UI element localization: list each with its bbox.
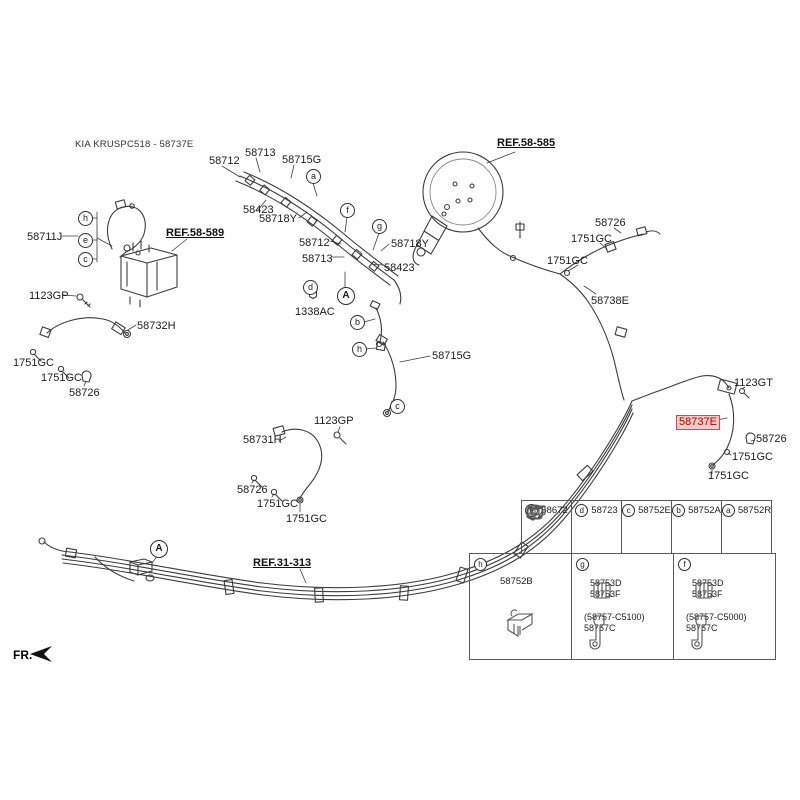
callout-d: d (303, 280, 318, 295)
legend-letter-d: d (575, 504, 589, 517)
diagram-title: KIA KRUSPC518 - 58737E (75, 139, 194, 150)
mid-vertical-tube-drawing (559, 273, 628, 401)
legend-part: 58672 (541, 505, 568, 516)
callout-h: h (78, 211, 93, 226)
part-label: 58731H (243, 434, 282, 446)
callout-g: g (372, 219, 387, 234)
bolt-1123gp-left-drawing (62, 293, 91, 308)
ref-label-31-313: REF.31-313 (253, 557, 312, 569)
hose-58738e-drawing (559, 226, 661, 295)
part-label: 58738E (591, 295, 629, 307)
part-label: 58423 (384, 262, 415, 274)
part-label: 58732H (137, 320, 176, 332)
part-label: 58711J (27, 231, 63, 243)
hose-bracket-icon (589, 615, 605, 650)
part-label: 1751GC (286, 513, 327, 525)
part-label: 58718Y (259, 213, 297, 225)
highlighted-part-label: 58737E (676, 415, 720, 430)
part-label: 58715G (432, 350, 472, 362)
callout-h2: h (352, 342, 367, 357)
legend-letter-h: h (474, 558, 487, 571)
part-label: 58718Y (391, 238, 429, 250)
part-label: 1751GC (41, 372, 82, 384)
part-label: 58726 (595, 217, 626, 229)
part-label: 58726 (237, 484, 268, 496)
legend-letter-b: b (672, 504, 686, 517)
callout-f: f (340, 203, 355, 218)
underbody-tube-bundle-drawing (61, 400, 634, 603)
bundle-clip-icon (506, 609, 534, 637)
hose-58732h-drawing (39, 317, 137, 339)
hose-58711j-drawing (107, 199, 146, 258)
fr-label: FR. (13, 648, 33, 662)
legend-part: 58752B (500, 576, 533, 587)
callout-b: b (350, 315, 365, 330)
legend-part-code: (58757-C5000) (686, 612, 747, 622)
fr-direction-arrow (30, 646, 52, 662)
legend-letter-g: g (576, 558, 589, 571)
part-label: 58423 (243, 204, 274, 216)
callout-c: c (78, 252, 93, 267)
hose-b-drawing (363, 300, 383, 348)
part-label: 1123GP (314, 415, 354, 427)
callout-A-2: A (150, 540, 168, 558)
part-label: 58715G (282, 154, 322, 166)
part-label: 58713 (302, 253, 333, 265)
brake-booster-drawing (412, 151, 525, 266)
legend-letter-f: f (678, 558, 691, 571)
part-label: 1751GC (547, 255, 588, 267)
part-label: 58712 (209, 155, 240, 167)
part-label: 1123GT (734, 377, 773, 389)
block-clip-icon (526, 505, 546, 521)
part-label: 58726 (756, 433, 787, 445)
part-label: 1123GP (29, 290, 69, 302)
legend-part: 58752E (638, 505, 671, 516)
part-label: 1338AC (295, 306, 335, 318)
legend-part: 58752R (737, 505, 772, 516)
legend-cell-h: h 58752B (469, 553, 572, 660)
legend-part: 58723 (591, 505, 618, 516)
abs-module-drawing (120, 240, 178, 308)
hose-bracket-icon (691, 615, 707, 650)
ref-label-58-589: REF.58-589 (166, 227, 225, 239)
legend-letter-c: c (622, 504, 636, 517)
legend-part: 58753F (692, 589, 723, 599)
part-label: 1751GC (13, 357, 54, 369)
part-label: 58713 (245, 147, 276, 159)
callout-a: a (306, 169, 321, 184)
part-label: 1751GC (732, 451, 773, 463)
part-label: 58726 (69, 387, 100, 399)
tube-holder-icon (593, 582, 611, 599)
ref-label-58-585: REF.58-585 (497, 137, 556, 149)
hose-58731h-drawing (250, 425, 347, 513)
legend-letter-a: a (721, 504, 735, 517)
part-label: 1751GC (257, 498, 298, 510)
callout-c2: c (390, 399, 405, 414)
legend-part: 58753F (590, 589, 621, 599)
callout-e: e (78, 233, 93, 248)
legend-part-code: (58757-C5100) (584, 612, 645, 622)
legend-part: 58752A (688, 505, 721, 516)
part-label: 58712 (299, 237, 330, 249)
booster-outlet-tube-drawing (477, 227, 561, 275)
tube-holder-icon (695, 582, 713, 599)
callout-A-1: A (337, 287, 355, 305)
part-label: 1751GC (708, 470, 749, 482)
part-label: 1751GC (571, 233, 612, 245)
bundle-front-end-drawing (38, 537, 159, 582)
